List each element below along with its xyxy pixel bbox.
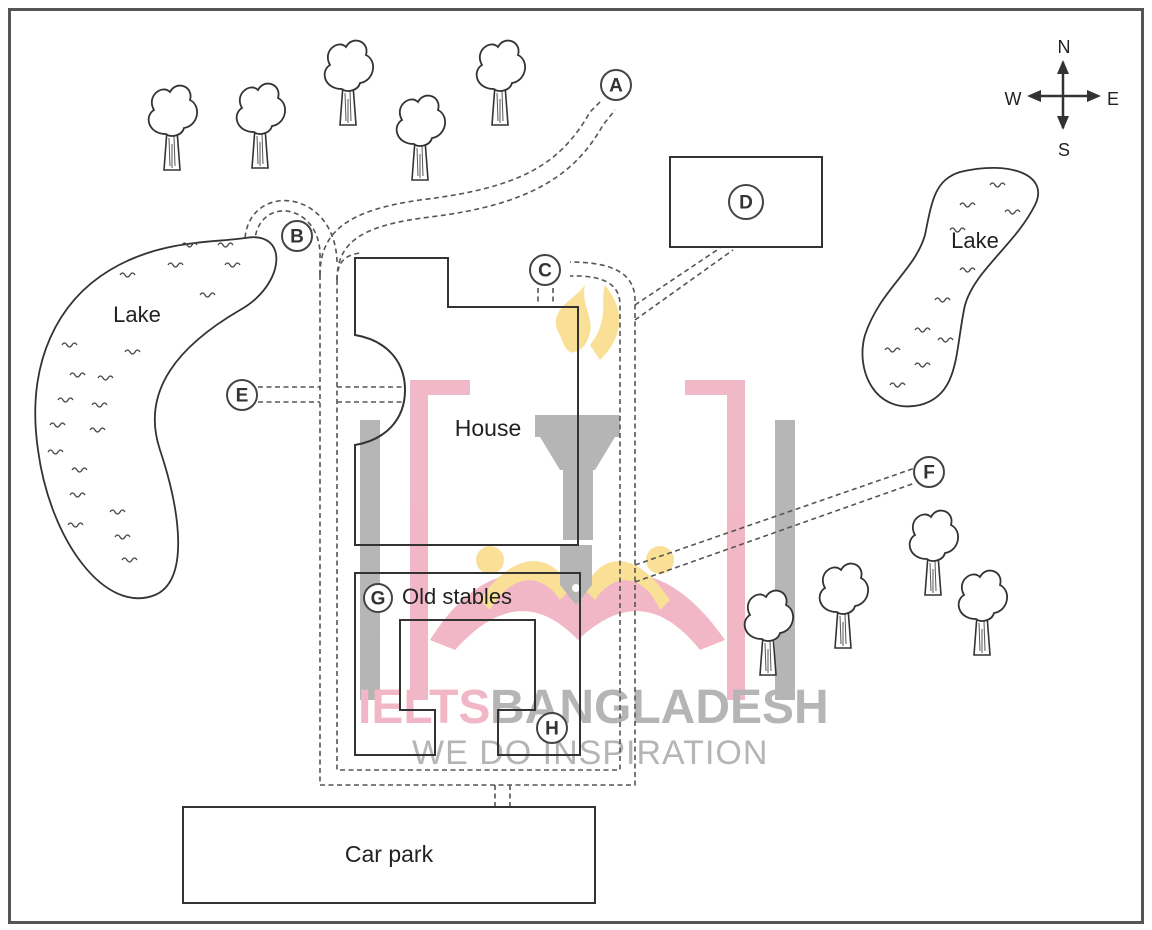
car-park-label: Car park — [345, 841, 434, 867]
marker-c: C — [529, 254, 561, 286]
marker-g: G — [363, 583, 393, 613]
lake-east: Lake — [861, 166, 1040, 408]
compass-north: N — [1058, 37, 1071, 57]
svg-text:A: A — [609, 76, 623, 97]
tree-icon — [818, 562, 870, 649]
house-label: House — [455, 415, 521, 441]
compass-east: E — [1107, 89, 1119, 109]
old-stables: Old stables — [354, 572, 581, 756]
tree-group-north — [147, 39, 527, 181]
tree-icon — [475, 39, 527, 126]
lake-west-label: Lake — [113, 302, 161, 327]
compass-west: W — [1005, 89, 1022, 109]
compass-south: S — [1058, 140, 1070, 160]
svg-text:E: E — [236, 386, 249, 407]
svg-text:F: F — [923, 463, 935, 484]
svg-text:G: G — [371, 589, 386, 610]
watermark: IELTS BANGLADESH WE DO INSPIRATION — [358, 285, 829, 772]
building-d — [669, 156, 823, 248]
watermark-title-part1: IELTS — [358, 681, 490, 734]
tree-icon — [908, 509, 960, 596]
car-park: Car park — [182, 806, 596, 904]
compass-rose: N S E W — [1005, 37, 1120, 160]
tree-icon — [957, 569, 1009, 656]
tree-icon — [147, 84, 199, 171]
marker-e: E — [226, 379, 258, 411]
footpaths — [244, 99, 916, 808]
marker-a: A — [600, 69, 632, 101]
marker-h: H — [536, 712, 568, 744]
marker-d: D — [728, 184, 764, 220]
watermark-subtitle: WE DO INSPIRATION — [412, 734, 768, 772]
tree-icon — [235, 82, 287, 169]
tree-icon — [395, 94, 447, 181]
svg-text:C: C — [538, 261, 552, 282]
svg-text:B: B — [290, 227, 304, 248]
old-stables-label: Old stables — [402, 584, 512, 609]
tree-icon — [323, 39, 375, 126]
lake-east-label: Lake — [951, 228, 999, 253]
marker-b: B — [281, 220, 313, 252]
svg-text:H: H — [545, 719, 559, 740]
svg-text:D: D — [739, 193, 753, 214]
house: House — [354, 257, 579, 546]
lake-west: Lake — [34, 236, 278, 600]
marker-f: F — [913, 456, 945, 488]
